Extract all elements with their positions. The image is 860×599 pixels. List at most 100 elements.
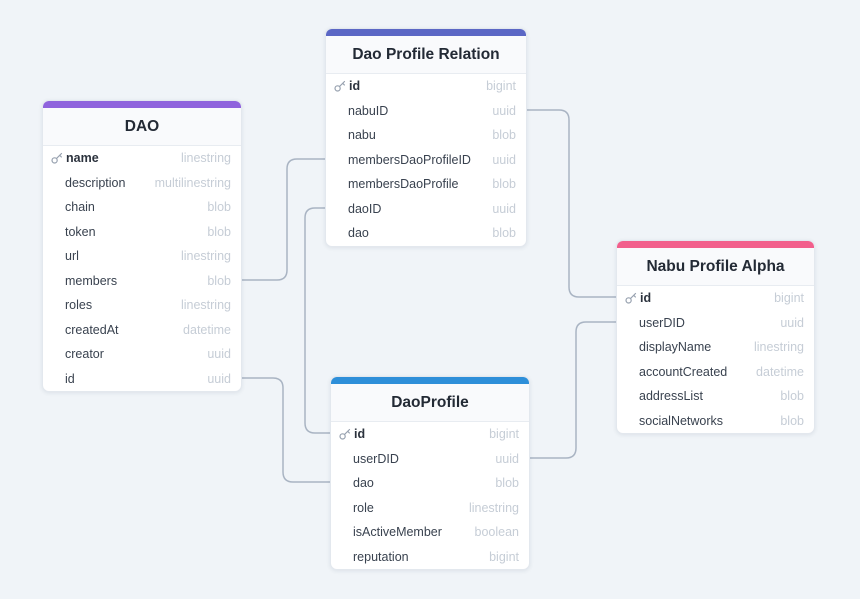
field-row[interactable]: dao blob — [326, 221, 526, 246]
table-dao-profile-relation[interactable]: Dao Profile Relation id bigint nabuID uu… — [325, 28, 527, 247]
field-name: creator — [65, 347, 104, 362]
table-title: Nabu Profile Alpha — [646, 257, 785, 275]
field-type: linestring — [180, 151, 231, 166]
connector-dao-id__daoprofile-dao[interactable] — [242, 377, 330, 483]
field-name: accountCreated — [639, 364, 728, 379]
table-accent-bar — [43, 101, 241, 108]
field-type: uuid — [495, 451, 519, 466]
field-list: id bigint userDID uuid displayName lines… — [617, 286, 814, 433]
field-type: blob — [207, 200, 231, 215]
field-row[interactable]: userDID uuid — [617, 311, 814, 336]
field-name: membersDaoProfile — [348, 177, 459, 192]
field-type: linestring — [180, 298, 231, 313]
field-row[interactable]: chain blob — [43, 195, 241, 220]
connector-relation-daoID__daoprofile-id[interactable] — [304, 207, 330, 434]
field-row[interactable]: description multilinestring — [43, 171, 241, 196]
field-name: membersDaoProfileID — [348, 152, 471, 167]
field-name: createdAt — [65, 322, 119, 337]
field-type: linestring — [468, 500, 519, 515]
field-type: datetime — [183, 322, 231, 337]
field-name: reputation — [353, 549, 409, 564]
field-row[interactable]: url linestring — [43, 244, 241, 269]
connector-dao-members__relation-membersDaoProfileID[interactable] — [242, 158, 325, 281]
field-row[interactable]: dao blob — [331, 471, 529, 496]
field-name: nabuID — [348, 103, 389, 118]
field-type: linestring — [180, 249, 231, 264]
field-row[interactable]: role linestring — [331, 496, 529, 521]
field-type: blob — [492, 226, 516, 241]
field-name: id — [640, 291, 652, 306]
field-row[interactable]: displayName linestring — [617, 335, 814, 360]
table-nabu-profile-alpha[interactable]: Nabu Profile Alpha id bigint userDID uui… — [616, 240, 815, 434]
field-row[interactable]: socialNetworks blob — [617, 409, 814, 434]
field-name: nabu — [348, 128, 376, 143]
field-row[interactable]: membersDaoProfile blob — [326, 172, 526, 197]
table-header[interactable]: Dao Profile Relation — [326, 36, 526, 74]
field-name: isActiveMember — [353, 525, 442, 540]
field-row[interactable]: id bigint — [326, 74, 526, 99]
connector-daoprofile-userDID__nabu-userDID[interactable] — [530, 321, 616, 459]
primary-key-icon — [50, 151, 64, 165]
field-row[interactable]: membersDaoProfileID uuid — [326, 148, 526, 173]
primary-key-icon — [624, 291, 638, 305]
field-row[interactable]: creator uuid — [43, 342, 241, 367]
table-accent-bar — [617, 241, 814, 248]
field-row[interactable]: id uuid — [43, 367, 241, 392]
field-row[interactable]: members blob — [43, 269, 241, 294]
connector-relation-nabuID__nabu-id[interactable] — [527, 109, 616, 298]
field-name: id — [349, 79, 361, 94]
field-name: userDID — [353, 451, 399, 466]
primary-key-icon — [333, 79, 347, 93]
field-type: uuid — [492, 152, 516, 167]
field-name: roles — [65, 298, 93, 313]
field-type: bigint — [774, 291, 804, 306]
field-row[interactable]: nabuID uuid — [326, 99, 526, 124]
table-title: Dao Profile Relation — [352, 45, 500, 63]
field-type: blob — [780, 389, 804, 404]
field-name: description — [65, 175, 126, 190]
field-name: userDID — [639, 315, 685, 330]
field-type: uuid — [207, 347, 231, 362]
field-name: displayName — [639, 340, 712, 355]
table-header[interactable]: Nabu Profile Alpha — [617, 248, 814, 286]
field-row[interactable]: accountCreated datetime — [617, 360, 814, 385]
field-name: id — [65, 371, 75, 386]
field-type: blob — [207, 224, 231, 239]
field-row[interactable]: nabu blob — [326, 123, 526, 148]
field-name: daoID — [348, 201, 382, 216]
field-type: blob — [492, 128, 516, 143]
field-row[interactable]: daoID uuid — [326, 197, 526, 222]
field-row[interactable]: token blob — [43, 220, 241, 245]
table-header[interactable]: DaoProfile — [331, 384, 529, 422]
field-row[interactable]: roles linestring — [43, 293, 241, 318]
field-row[interactable]: isActiveMember boolean — [331, 520, 529, 545]
table-accent-bar — [331, 377, 529, 384]
field-type: multilinestring — [154, 175, 231, 190]
field-type: blob — [495, 476, 519, 491]
field-row[interactable]: id bigint — [331, 422, 529, 447]
field-list: name linestring description multilinestr… — [43, 146, 241, 391]
primary-key-icon — [338, 427, 352, 441]
field-name: token — [65, 224, 96, 239]
table-daoprofile[interactable]: DaoProfile id bigint userDID uuid dao bl… — [330, 376, 530, 570]
field-name: dao — [348, 226, 369, 241]
field-row[interactable]: name linestring — [43, 146, 241, 171]
field-name: members — [65, 273, 118, 288]
field-row[interactable]: id bigint — [617, 286, 814, 311]
field-name: socialNetworks — [639, 413, 724, 428]
field-type: boolean — [474, 525, 520, 540]
field-list: id bigint nabuID uuid nabu blob membersD… — [326, 74, 526, 246]
table-accent-bar — [326, 29, 526, 36]
table-header[interactable]: DAO — [43, 108, 241, 146]
field-row[interactable]: reputation bigint — [331, 545, 529, 570]
field-name: role — [353, 500, 374, 515]
field-type: blob — [492, 177, 516, 192]
table-title: DAO — [124, 117, 160, 135]
field-name: chain — [65, 200, 95, 215]
field-row[interactable]: userDID uuid — [331, 447, 529, 472]
field-row[interactable]: createdAt datetime — [43, 318, 241, 343]
table-dao[interactable]: DAO name linestring description multilin… — [42, 100, 242, 392]
field-row[interactable]: addressList blob — [617, 384, 814, 409]
